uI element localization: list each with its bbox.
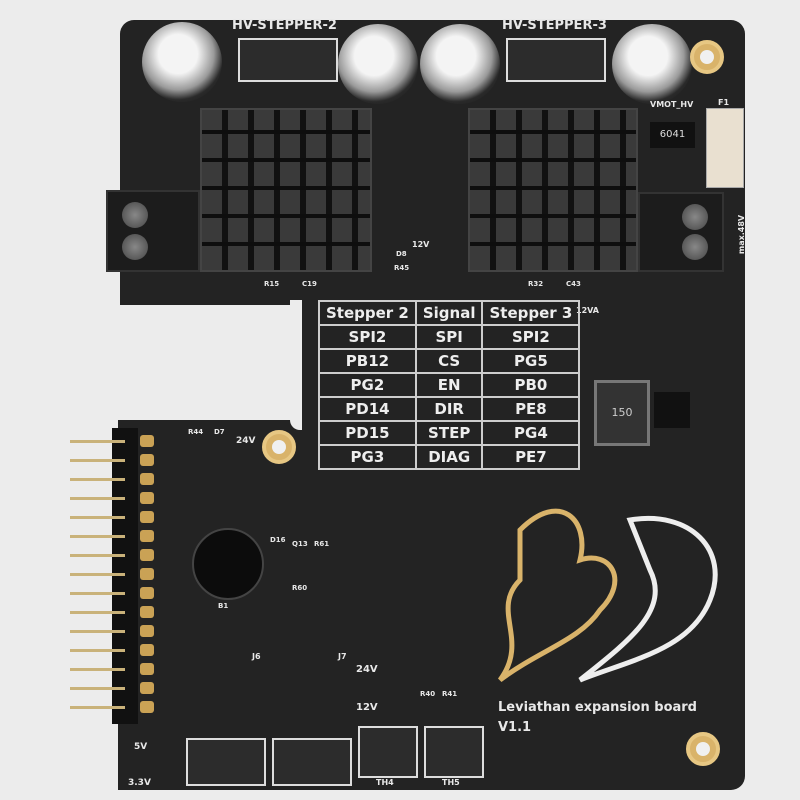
solder-pad [140, 492, 154, 504]
solder-pad [140, 625, 154, 637]
j6-label: J6 [252, 652, 261, 661]
fan-connector[interactable] [186, 738, 266, 786]
header-pin [70, 535, 125, 538]
terminal-block[interactable] [638, 192, 724, 272]
fan-connector[interactable] [272, 738, 352, 786]
header-pin [70, 706, 125, 709]
v24-bottom-label: 24V [356, 664, 378, 675]
r40-label: R40 [420, 690, 436, 698]
header-pin [70, 497, 125, 500]
r60-label: R60 [292, 584, 308, 592]
solder-pad [140, 701, 154, 713]
header-pin [70, 516, 125, 519]
solder-pad [140, 530, 154, 542]
heatsink [468, 108, 638, 272]
header-pin [70, 611, 125, 614]
header-pin [70, 440, 125, 443]
hv-stepper-3-connector[interactable] [506, 38, 606, 82]
mounting-hole [262, 430, 296, 464]
solder-pad [140, 568, 154, 580]
header-pin [70, 687, 125, 690]
max48-label: max.48V [737, 214, 747, 255]
header-pin [70, 554, 125, 557]
th4-connector[interactable] [358, 726, 418, 778]
solder-pad [140, 587, 154, 599]
header-pin [70, 573, 125, 576]
r61-label: R61 [314, 540, 330, 548]
fuse-label: F1 [718, 98, 730, 107]
header-pin [70, 649, 125, 652]
heatsink [200, 108, 372, 272]
solder-pad [140, 663, 154, 675]
vmot-label: VMOT_HV [650, 100, 694, 109]
capacitor [338, 24, 418, 104]
r45-label: R45 [394, 264, 410, 272]
th5-label: TH5 [442, 778, 460, 787]
header-pin [70, 630, 125, 633]
capacitor [612, 24, 692, 104]
r15-label: R15 [264, 280, 280, 288]
th4-label: TH4 [376, 778, 394, 787]
v24-top-label: 24V [236, 436, 256, 446]
header-pin [70, 459, 125, 462]
mounting-hole [686, 732, 720, 766]
hv-stepper-2-connector[interactable] [238, 38, 338, 82]
v12-mid-label: 12V [412, 240, 430, 249]
c43-label: C43 [566, 280, 581, 288]
r44-label: R44 [188, 428, 204, 436]
capacitor [142, 22, 222, 102]
th5-connector[interactable] [424, 726, 484, 778]
q13-label: Q13 [292, 540, 308, 548]
solder-pad [140, 473, 154, 485]
j7-label: J7 [338, 652, 347, 661]
hv-stepper-2-label: HV-STEPPER-2 [232, 18, 337, 33]
v12-label: 12V [356, 702, 378, 713]
r41-label: R41 [442, 690, 458, 698]
solder-pad [140, 435, 154, 447]
header-pin [70, 478, 125, 481]
ic-chip [654, 392, 690, 428]
solder-pad [140, 549, 154, 561]
header-pin [70, 668, 125, 671]
hv-stepper-3-label: HV-STEPPER-3 [502, 18, 607, 33]
mounting-hole [690, 40, 724, 74]
solder-pad [140, 606, 154, 618]
buzzer [192, 528, 264, 600]
header-pin [70, 592, 125, 595]
fuse [706, 108, 744, 188]
board-name: Leviathan expansion board [498, 700, 697, 715]
d7-label: D7 [214, 428, 225, 436]
v5-label: 5V [134, 742, 148, 752]
pin-header[interactable] [112, 428, 138, 724]
solder-pad [140, 511, 154, 523]
b1-label: B1 [218, 602, 229, 610]
capacitor [420, 24, 500, 104]
solder-pad [140, 644, 154, 656]
r32-label: R32 [528, 280, 544, 288]
v12a-label: 12VA [576, 306, 599, 315]
solder-pad [140, 682, 154, 694]
d8-label: D8 [396, 250, 407, 258]
solder-pad [140, 454, 154, 466]
c19-label: C19 [302, 280, 317, 288]
terminal-block[interactable] [106, 190, 200, 272]
v33-label: 3.3V [128, 778, 151, 788]
fuse-holder: 6041 [650, 122, 695, 148]
d16-label: D16 [270, 536, 286, 544]
board-version: V1.1 [498, 720, 532, 735]
dragon-logo [497, 508, 718, 683]
inductor: 150 [594, 380, 650, 446]
